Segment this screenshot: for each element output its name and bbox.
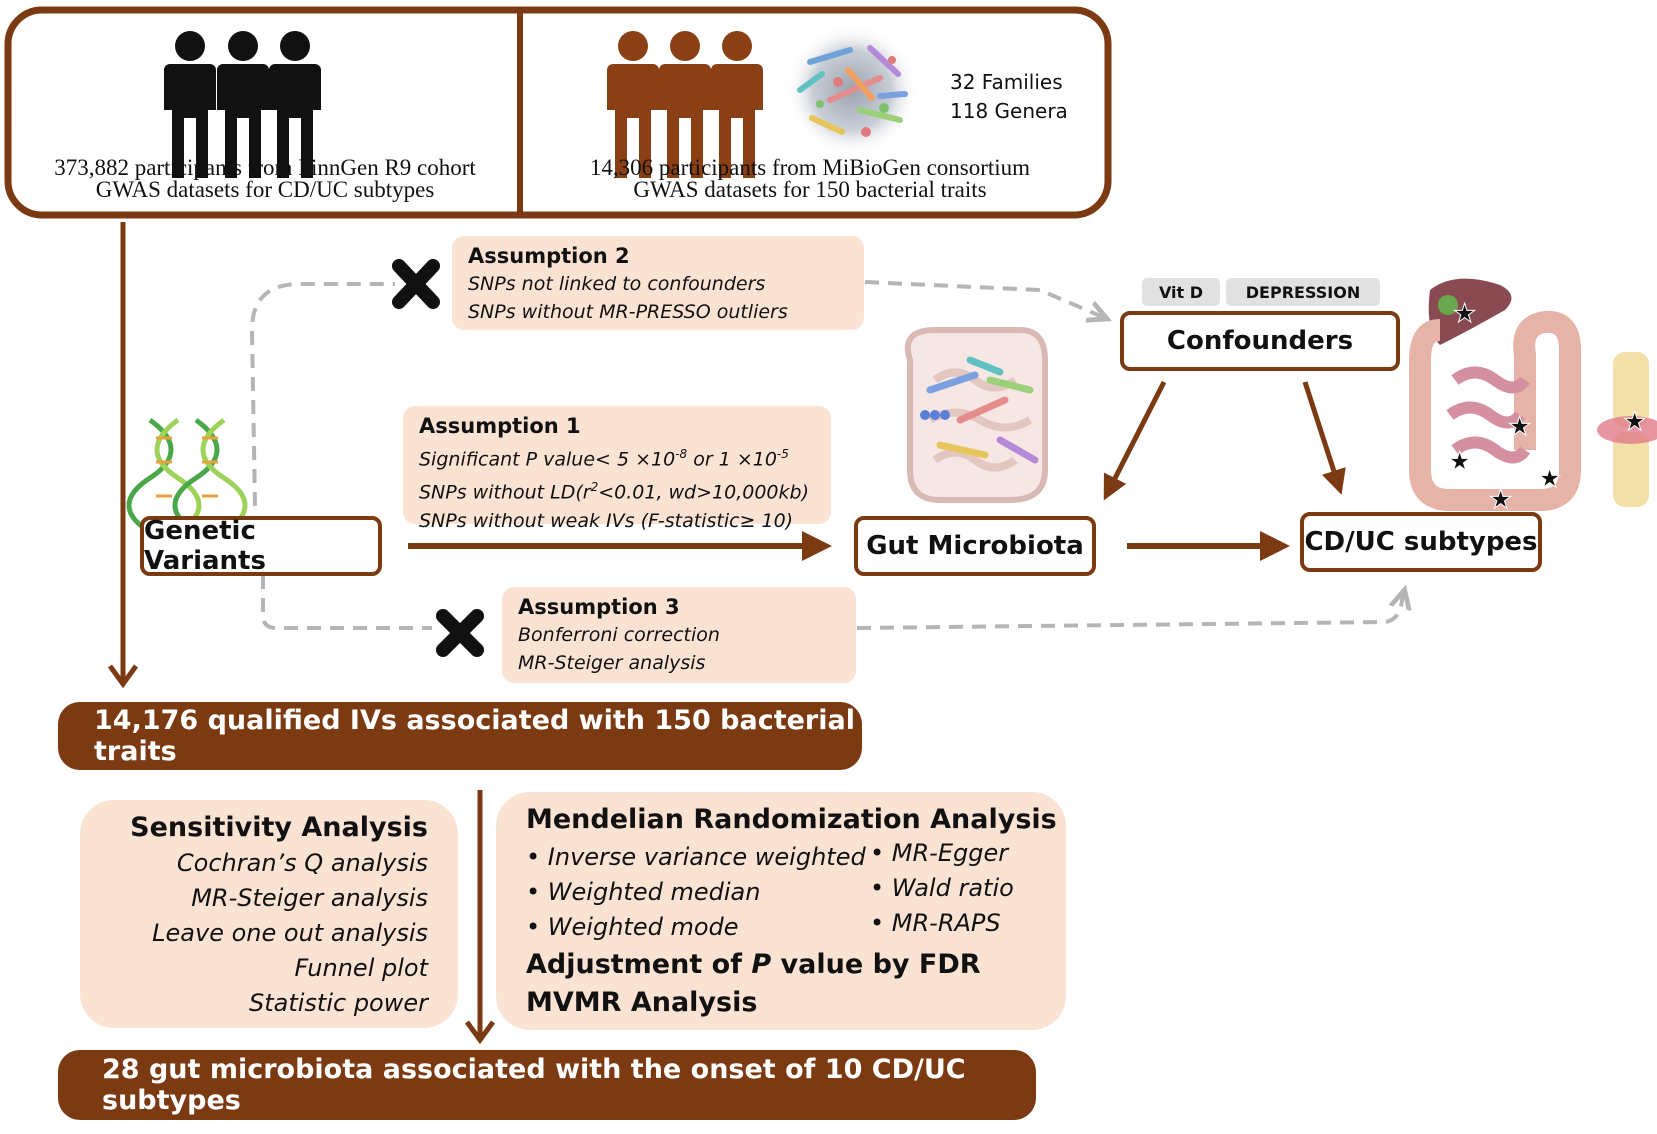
- taxa-counts: 32 Families 118 Genera: [950, 68, 1068, 126]
- assumption2-dashed-path: [249, 282, 395, 507]
- mr-method-item: • MR-Egger: [870, 839, 1009, 867]
- mr-method-item: • Weighted mode: [526, 913, 739, 941]
- fdr-suffix: value by FDR: [771, 949, 981, 980]
- svg-text:★: ★: [1538, 464, 1561, 494]
- intestine-icon: [904, 327, 1048, 503]
- mr-method-label: Weighted median: [547, 878, 761, 906]
- middle-arrow-head: [464, 1020, 496, 1045]
- assumption1-box: Assumption 1 Significant P value< 5 ×10-…: [403, 406, 831, 532]
- mr-method-label: MR-Egger: [891, 839, 1009, 867]
- fdr-p: P: [751, 949, 772, 980]
- top-panel-frame: [4, 6, 1112, 219]
- arrow-confounders-to-microbiota: [1103, 380, 1167, 501]
- genetic-variants-node: Genetic Variants: [140, 516, 382, 576]
- sensitivity-title: Sensitivity Analysis: [130, 812, 428, 843]
- mr-method-item: • Inverse variance weighted: [526, 843, 866, 871]
- finngen-caption-line1: 373,882 participants from FinnGen R9 coh…: [54, 155, 476, 180]
- assumption3-line1: Bonferroni correction: [518, 624, 720, 646]
- confounder-tag-vitd: Vit D: [1142, 278, 1220, 306]
- finngen-caption: 373,882 participants from FinnGen R9 coh…: [30, 155, 500, 202]
- assumption2-dashed-path-right: [864, 280, 1105, 318]
- left-arrow-head: [107, 664, 139, 689]
- svg-text:★: ★: [1489, 485, 1512, 515]
- mr-method-item: • MR-RAPS: [870, 909, 1001, 937]
- families-count: 32 Families: [950, 70, 1063, 94]
- sensitivity-item: Leave one out analysis: [152, 919, 428, 947]
- assumption3-dashed-path: [261, 575, 432, 630]
- cross-icon: [392, 259, 440, 309]
- svg-text:★: ★: [1453, 299, 1476, 329]
- mvmr-analysis: MVMR Analysis: [526, 987, 758, 1018]
- assumption3-dashed-path-right: [856, 592, 1404, 630]
- finngen-caption-line2: GWAS datasets for CD/UC subtypes: [95, 177, 435, 202]
- assumption1-line3: SNPs without weak IVs (F-statistic≥ 10): [419, 509, 794, 532]
- assumption3-line2: MR-Steiger analysis: [518, 652, 706, 674]
- sensitivity-item: Statistic power: [248, 989, 428, 1017]
- mibiogen-caption-line2: GWAS datasets for 150 bacterial traits: [633, 177, 987, 202]
- sensitivity-analysis-box: Sensitivity Analysis Cochran’s Q analysi…: [80, 800, 458, 1028]
- assumption2-line2: SNPs without MR-PRESSO outliers: [468, 301, 788, 323]
- cross-icon: [436, 609, 484, 657]
- joint-icon: [1597, 352, 1657, 507]
- assumption2-box: Assumption 2 SNPs not linked to confound…: [452, 236, 864, 330]
- confounder-tag-depression: DEPRESSION: [1226, 278, 1380, 306]
- sensitivity-item: Cochran’s Q analysis: [176, 849, 428, 877]
- mr-analysis-title: Mendelian Randomization Analysis: [526, 804, 1057, 835]
- qualified-ivs-banner: 14,176 qualified IVs associated with 150…: [58, 702, 862, 770]
- assumption1-line1-mid: or 1 ×10: [687, 448, 777, 471]
- assumption1-title: Assumption 1: [419, 414, 581, 438]
- assumption2-title: Assumption 2: [468, 244, 630, 268]
- sensitivity-item: MR-Steiger analysis: [191, 884, 428, 912]
- result-banner: 28 gut microbiota associated with the on…: [58, 1050, 1036, 1120]
- gut-microbiota-node: Gut Microbiota: [854, 516, 1096, 576]
- svg-text:★: ★: [1623, 407, 1646, 437]
- mr-method-label: Wald ratio: [891, 874, 1014, 902]
- assumption1-line1-exp2: -5: [776, 447, 789, 461]
- assumption1-line1-prefix: Significant P value< 5 ×10: [419, 448, 676, 471]
- svg-text:★: ★: [1508, 412, 1531, 442]
- assumption1-line2-sup: 2: [590, 480, 599, 495]
- fdr-adjustment: Adjustment of P value by FDR: [526, 946, 981, 984]
- mr-method-item: • Weighted median: [526, 878, 761, 906]
- assumption3-title: Assumption 3: [518, 595, 680, 619]
- mibiogen-caption: 14,306 participants from MiBioGen consor…: [540, 155, 1080, 202]
- star-icon: ★ ★ ★ ★ ★ ★: [1448, 299, 1647, 516]
- fdr-prefix: Adjustment of: [526, 949, 752, 980]
- svg-text:★: ★: [1448, 447, 1471, 477]
- assumption1-line1: Significant P value< 5 ×10-8 or 1 ×10-5: [419, 440, 815, 473]
- digestive-organs-icon: [1409, 278, 1581, 511]
- arrow-confounders-to-cduc: [1302, 381, 1346, 495]
- cd-uc-subtypes-node: CD/UC subtypes: [1300, 512, 1542, 572]
- assumption3-box: Assumption 3 Bonferroni correction MR-St…: [502, 587, 856, 683]
- mr-method-label: Inverse variance weighted: [547, 843, 866, 871]
- assumption2-line1: SNPs not linked to confounders: [468, 273, 766, 295]
- person-icon-black: [164, 31, 321, 178]
- assumption1-line1-exp1: -8: [675, 447, 688, 461]
- assumption1-line2-prefix: SNPs without LD(r: [419, 481, 591, 504]
- assumption1-line2-suffix: <0.01, wd>10,000kb): [598, 481, 809, 504]
- mr-method-label: Weighted mode: [547, 913, 739, 941]
- mr-methods-right: • MR-Egger • Wald ratio • MR-RAPS: [870, 836, 1014, 941]
- confounders-node: Confounders: [1120, 311, 1400, 371]
- genera-count: 118 Genera: [950, 99, 1068, 123]
- person-icon-brown: [607, 31, 763, 178]
- mr-method-item: • Wald ratio: [870, 874, 1014, 902]
- mr-method-label: MR-RAPS: [891, 909, 1001, 937]
- mr-methods-left: • Inverse variance weighted • Weighted m…: [526, 840, 866, 945]
- assumption1-line2: SNPs without LD(r2<0.01, wd>10,000kb): [419, 473, 815, 506]
- microbes-icon: [786, 24, 918, 156]
- sensitivity-item: Funnel plot: [294, 954, 428, 982]
- mibiogen-caption-line1: 14,306 participants from MiBioGen consor…: [589, 155, 1031, 180]
- mr-analysis-box: Mendelian Randomization Analysis • Inver…: [496, 792, 1066, 1030]
